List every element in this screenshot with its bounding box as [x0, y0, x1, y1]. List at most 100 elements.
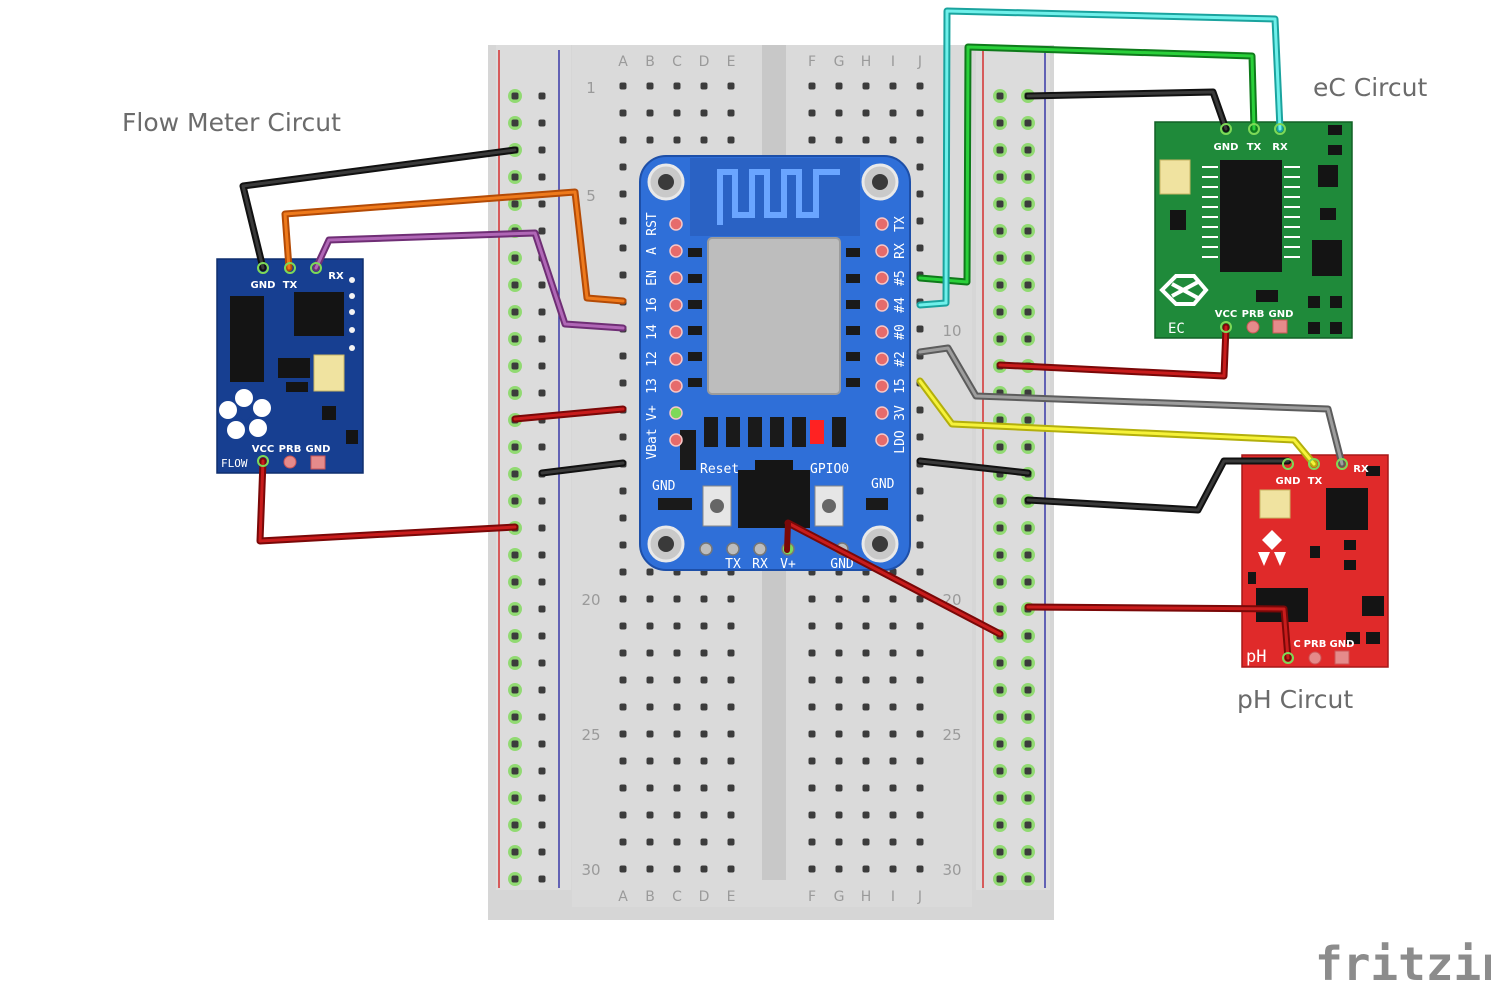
breadboard-hole[interactable]	[511, 362, 519, 370]
breadboard-hole[interactable]	[916, 82, 924, 90]
breadboard-hole[interactable]	[700, 703, 708, 711]
breadboard-hole[interactable]	[511, 605, 519, 613]
breadboard-hole[interactable]	[996, 524, 1004, 532]
mcu-pin-pad[interactable]	[669, 298, 683, 312]
breadboard-hole[interactable]	[700, 595, 708, 603]
breadboard-hole[interactable]	[808, 811, 816, 819]
mcu-pin-pad[interactable]	[669, 433, 683, 447]
breadboard-hole[interactable]	[996, 200, 1004, 208]
board-pin-pad[interactable]	[284, 262, 296, 274]
mcu-pin-pad[interactable]	[875, 325, 889, 339]
board-pin-pad[interactable]	[1220, 321, 1232, 333]
breadboard-hole[interactable]	[673, 865, 681, 873]
breadboard-hole[interactable]	[808, 649, 816, 657]
mcu-pin-pad[interactable]	[875, 433, 889, 447]
mcu-pin-pad[interactable]	[669, 244, 683, 258]
breadboard-hole[interactable]	[916, 163, 924, 171]
breadboard-hole[interactable]	[538, 875, 546, 883]
breadboard-hole[interactable]	[862, 676, 870, 684]
breadboard-hole[interactable]	[619, 433, 627, 441]
breadboard-hole[interactable]	[700, 865, 708, 873]
reset-button-cap[interactable]	[710, 499, 724, 513]
breadboard-hole[interactable]	[1024, 794, 1032, 802]
breadboard-hole[interactable]	[619, 595, 627, 603]
breadboard-hole[interactable]	[862, 82, 870, 90]
breadboard-hole[interactable]	[835, 838, 843, 846]
breadboard-hole[interactable]	[727, 865, 735, 873]
breadboard-hole[interactable]	[835, 757, 843, 765]
breadboard-hole[interactable]	[673, 838, 681, 846]
breadboard-hole[interactable]	[538, 551, 546, 559]
breadboard-hole[interactable]	[646, 811, 654, 819]
breadboard-hole[interactable]	[619, 487, 627, 495]
breadboard-hole[interactable]	[916, 811, 924, 819]
breadboard-hole[interactable]	[835, 82, 843, 90]
breadboard-hole[interactable]	[619, 703, 627, 711]
breadboard-hole[interactable]	[619, 217, 627, 225]
breadboard-hole[interactable]	[835, 784, 843, 792]
breadboard-hole[interactable]	[538, 659, 546, 667]
breadboard-hole[interactable]	[727, 730, 735, 738]
breadboard-hole[interactable]	[619, 757, 627, 765]
breadboard-hole[interactable]	[1024, 740, 1032, 748]
breadboard-hole[interactable]	[619, 379, 627, 387]
breadboard-hole[interactable]	[1024, 254, 1032, 262]
breadboard-hole[interactable]	[1024, 443, 1032, 451]
breadboard-hole[interactable]	[916, 217, 924, 225]
breadboard-hole[interactable]	[1024, 551, 1032, 559]
breadboard-hole[interactable]	[1024, 821, 1032, 829]
breadboard-hole[interactable]	[511, 200, 519, 208]
breadboard-hole[interactable]	[996, 767, 1004, 775]
breadboard-hole[interactable]	[1024, 146, 1032, 154]
breadboard-hole[interactable]	[511, 389, 519, 397]
breadboard-hole[interactable]	[619, 676, 627, 684]
breadboard-hole[interactable]	[538, 524, 546, 532]
breadboard-hole[interactable]	[996, 659, 1004, 667]
breadboard-hole[interactable]	[538, 848, 546, 856]
breadboard-hole[interactable]	[996, 335, 1004, 343]
breadboard-hole[interactable]	[538, 200, 546, 208]
mcu-bottom-pad[interactable]	[699, 542, 713, 556]
breadboard-hole[interactable]	[889, 82, 897, 90]
breadboard-hole[interactable]	[996, 308, 1004, 316]
breadboard-hole[interactable]	[511, 740, 519, 748]
breadboard-hole[interactable]	[889, 649, 897, 657]
breadboard-hole[interactable]	[619, 271, 627, 279]
breadboard-hole[interactable]	[916, 136, 924, 144]
mcu-pin-pad[interactable]	[875, 244, 889, 258]
breadboard-hole[interactable]	[673, 676, 681, 684]
breadboard-hole[interactable]	[916, 622, 924, 630]
breadboard-hole[interactable]	[996, 443, 1004, 451]
breadboard-hole[interactable]	[1024, 281, 1032, 289]
breadboard-hole[interactable]	[673, 109, 681, 117]
breadboard-hole[interactable]	[916, 109, 924, 117]
breadboard-hole[interactable]	[619, 109, 627, 117]
breadboard-hole[interactable]	[646, 109, 654, 117]
breadboard-hole[interactable]	[889, 730, 897, 738]
breadboard-hole[interactable]	[808, 82, 816, 90]
breadboard-hole[interactable]	[511, 767, 519, 775]
breadboard-hole[interactable]	[538, 740, 546, 748]
breadboard-hole[interactable]	[673, 136, 681, 144]
breadboard-hole[interactable]	[862, 865, 870, 873]
breadboard-hole[interactable]	[996, 551, 1004, 559]
breadboard-hole[interactable]	[808, 865, 816, 873]
breadboard-hole[interactable]	[996, 686, 1004, 694]
breadboard-hole[interactable]	[1024, 578, 1032, 586]
breadboard-hole[interactable]	[916, 757, 924, 765]
breadboard-hole[interactable]	[862, 649, 870, 657]
breadboard-hole[interactable]	[538, 767, 546, 775]
breadboard-hole[interactable]	[916, 676, 924, 684]
breadboard-hole[interactable]	[538, 173, 546, 181]
breadboard-hole[interactable]	[700, 109, 708, 117]
breadboard-hole[interactable]	[889, 811, 897, 819]
breadboard-hole[interactable]	[727, 622, 735, 630]
breadboard-hole[interactable]	[619, 82, 627, 90]
breadboard-hole[interactable]	[916, 487, 924, 495]
breadboard-hole[interactable]	[619, 784, 627, 792]
breadboard-hole[interactable]	[889, 109, 897, 117]
breadboard-hole[interactable]	[916, 514, 924, 522]
breadboard-hole[interactable]	[835, 730, 843, 738]
breadboard-hole[interactable]	[511, 173, 519, 181]
breadboard-hole[interactable]	[1024, 686, 1032, 694]
